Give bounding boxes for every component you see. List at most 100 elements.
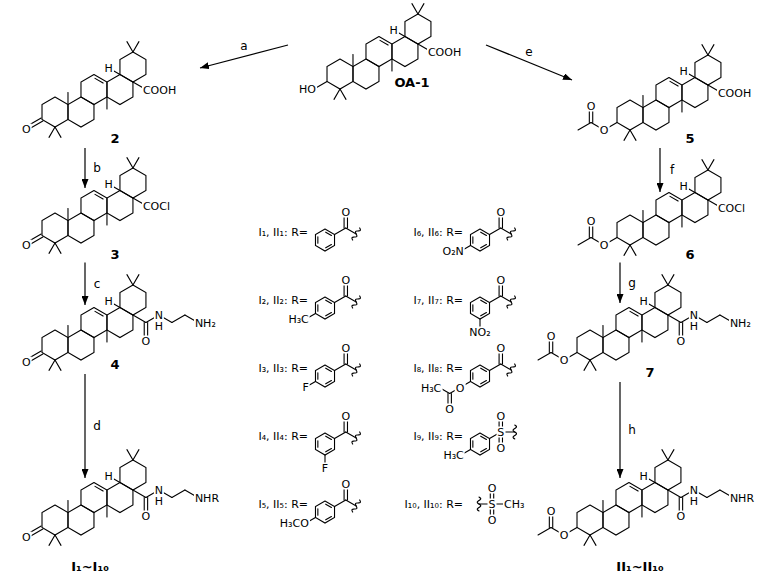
ring-bond xyxy=(68,330,94,360)
methyl-bond xyxy=(106,213,107,225)
compound-number: 3 xyxy=(110,248,119,261)
atom-label: O xyxy=(141,335,152,346)
bond-line xyxy=(668,490,681,498)
atom-label: H xyxy=(689,321,699,332)
step-label: g xyxy=(627,277,637,289)
hydrogen-bond-line xyxy=(114,304,120,308)
double-bond-line xyxy=(481,381,487,384)
r-group-label: I₁₀, II₁₀: R= xyxy=(404,499,464,510)
methyl-bond xyxy=(590,535,596,545)
methyl-bond xyxy=(624,245,630,255)
methyl-bond xyxy=(49,243,55,253)
ring-bond xyxy=(617,100,643,130)
methyl-bond xyxy=(412,4,418,14)
atom-label: NH₂ xyxy=(194,317,217,328)
double-bond-line xyxy=(326,449,332,452)
hydrogen-bond-line xyxy=(649,304,655,308)
ring-bond xyxy=(655,460,681,490)
ring-bond xyxy=(642,308,668,338)
bond-line xyxy=(668,315,681,323)
reaction-arrow xyxy=(84,263,85,306)
methyl-bond xyxy=(641,330,642,342)
double-bond-line xyxy=(326,504,332,507)
double-bond-line xyxy=(95,311,103,316)
ring-bond xyxy=(643,215,669,245)
atom-label: O xyxy=(487,515,498,526)
compound-number: OA-1 xyxy=(394,76,429,89)
double-bond-line xyxy=(472,373,473,380)
bond-line xyxy=(707,490,720,498)
atom-label: NO₂ xyxy=(468,327,491,338)
atom-label: H xyxy=(389,25,399,36)
step-label: d xyxy=(92,420,102,432)
atom-label: O xyxy=(340,207,351,218)
atom-label: O xyxy=(495,411,506,422)
r-group-label: I₃, II₃: R= xyxy=(257,363,309,374)
ring-bond xyxy=(642,483,668,513)
methyl-bond xyxy=(662,275,668,285)
bond-line xyxy=(172,490,185,498)
bond-line xyxy=(346,364,356,370)
reaction-arrow xyxy=(84,148,85,188)
hydrogen-bond-line xyxy=(399,33,405,37)
ring-bond xyxy=(656,78,682,108)
benzene-ring xyxy=(470,365,489,387)
double-bond-line xyxy=(344,420,345,432)
ring-bond xyxy=(68,97,94,127)
double-bond-line xyxy=(670,81,678,86)
compound-number: 6 xyxy=(685,248,694,261)
double-bond-line xyxy=(502,284,503,296)
atom-label: O xyxy=(21,356,32,367)
ring-bond xyxy=(682,78,708,108)
methyl-bond xyxy=(668,450,674,460)
atom-label: NHR xyxy=(194,492,220,503)
atom-label: O xyxy=(21,123,32,134)
double-bond-line xyxy=(30,237,43,245)
benzene-ring xyxy=(315,365,334,387)
benzene-ring xyxy=(470,297,489,319)
ring-bond xyxy=(656,193,682,223)
double-bond-line xyxy=(326,381,332,384)
atom-label: O xyxy=(559,530,570,541)
compound-number: 2 xyxy=(110,132,119,145)
methyl-bond xyxy=(133,450,139,460)
wavy-bond xyxy=(352,228,360,240)
double-bond-line xyxy=(481,232,487,235)
methyl-bond xyxy=(127,450,133,460)
methyl-bond xyxy=(334,89,340,99)
double-bond-line xyxy=(30,121,43,129)
atom-label: H xyxy=(689,496,699,507)
ring-bond xyxy=(603,330,629,360)
atom-label: H xyxy=(639,471,649,482)
ring-bond xyxy=(366,37,392,67)
step-label: f xyxy=(669,164,675,176)
bond-line xyxy=(490,228,501,235)
methyl-bond xyxy=(55,127,61,137)
methyl-bond xyxy=(590,360,596,370)
bond-line xyxy=(133,315,146,323)
r-group-label: I₂, II₂: R= xyxy=(257,295,309,306)
ring-bond xyxy=(682,193,708,223)
methyl-bond xyxy=(55,360,61,370)
ring-bond xyxy=(617,215,643,245)
ring-bond xyxy=(68,213,94,243)
methyl-bond xyxy=(538,528,551,536)
methyl-bond xyxy=(49,360,55,370)
double-bond-line xyxy=(344,352,345,364)
methyl-bond xyxy=(418,4,424,14)
benzene-ring xyxy=(470,433,489,455)
atom-label: H xyxy=(154,321,164,332)
hydrogen-bond-line xyxy=(114,71,120,75)
double-bond-line xyxy=(95,78,103,83)
compound-number: I₁~I₁₀ xyxy=(71,560,109,573)
methyl-bond xyxy=(67,209,68,221)
atom-label: O xyxy=(340,479,351,490)
double-bond-line xyxy=(30,354,43,362)
atom-label: O xyxy=(21,239,32,250)
atom-label: O xyxy=(340,411,351,422)
atom-label: N xyxy=(689,485,699,496)
methyl-bond xyxy=(106,97,107,109)
ring-bond xyxy=(81,191,107,221)
